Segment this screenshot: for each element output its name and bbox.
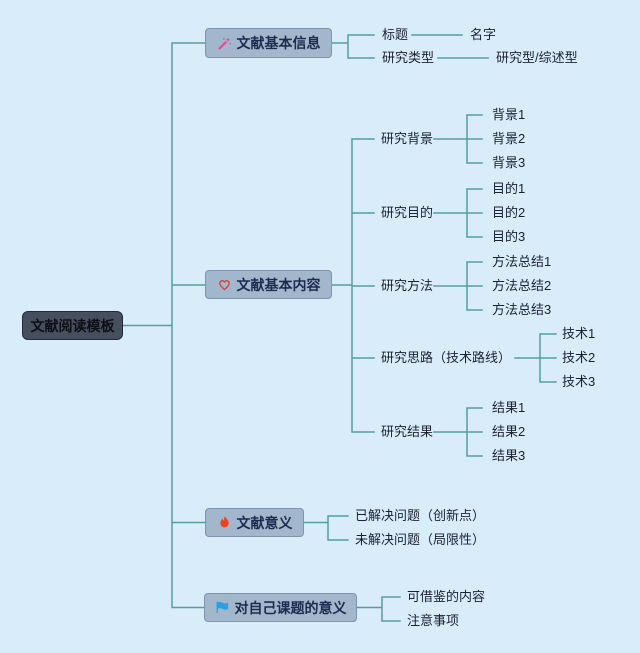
branch-basic-info-label: 文献基本信息 [236,35,321,51]
branch-own-topic: 对自己课题的意义 [204,593,357,622]
topic-title: 标题 [382,27,409,42]
branch-significance: 文献意义 [205,508,304,537]
root-node-label: 文献阅读模板 [30,317,115,334]
own-topic-bracket [356,596,401,622]
technique-bracket [514,333,557,383]
branch-basic-info: 文献基本信息 [205,28,332,58]
leaf-purpose-3: 目的3 [492,229,526,244]
leaf-result-2: 结果2 [492,424,526,439]
leaf-purpose-1: 目的1 [492,181,526,196]
root-node: 文献阅读模板 [22,311,123,340]
leaf-purpose-2: 目的2 [492,205,526,220]
branch-main-content: 文献基本内容 [205,270,332,299]
topic-approach: 研究思路（技术路线） [381,350,512,365]
main-content-bracket [331,138,375,433]
leaf-background-3: 背景3 [492,155,526,170]
branch-main-content-label: 文献基本内容 [236,276,321,293]
leaf-method-summary-1: 方法总结1 [492,254,552,269]
topic-method: 研究方法 [381,278,434,293]
leaf-method-summary-2: 方法总结2 [492,278,552,293]
topic-unsolved-problems: 未解决问题（局限性） [355,532,486,547]
topic-solved-problems: 已解决问题（创新点） [355,508,486,523]
leaf-background-2: 背景2 [492,131,526,146]
leaf-technique-1: 技术1 [562,326,596,341]
topic-background: 研究背景 [381,131,434,146]
leaf-method-summary-3: 方法总结3 [492,302,552,317]
leaf-technique-2: 技术2 [562,350,596,365]
topic-notes: 注意事项 [407,613,460,628]
leaf-background-1: 背景1 [492,107,526,122]
branch-significance-label: 文献意义 [236,514,293,531]
trunk-connector [122,42,206,609]
leaf-technique-3: 技术3 [562,374,596,389]
background-bracket [433,114,483,164]
topic-purpose: 研究目的 [381,205,434,220]
leaf-result-1: 结果1 [492,400,526,415]
topic-results: 研究结果 [381,424,434,439]
purpose-bracket [433,188,483,238]
flag-icon [216,601,228,614]
topic-reference-content: 可借鉴的内容 [407,589,486,604]
flame-icon [219,516,229,528]
topic-research-type: 研究类型 [382,50,435,65]
heart-icon [218,279,230,291]
significance-bracket [303,515,349,541]
method-bracket [433,261,483,311]
result-bracket [433,407,483,457]
leaf-name: 名字 [470,27,497,42]
leaf-research-type-value: 研究型/综述型 [496,50,578,65]
magic-wand-icon [218,37,231,49]
leaf-result-3: 结果3 [492,448,526,463]
branch-own-topic-label: 对自己课题的意义 [234,599,347,616]
